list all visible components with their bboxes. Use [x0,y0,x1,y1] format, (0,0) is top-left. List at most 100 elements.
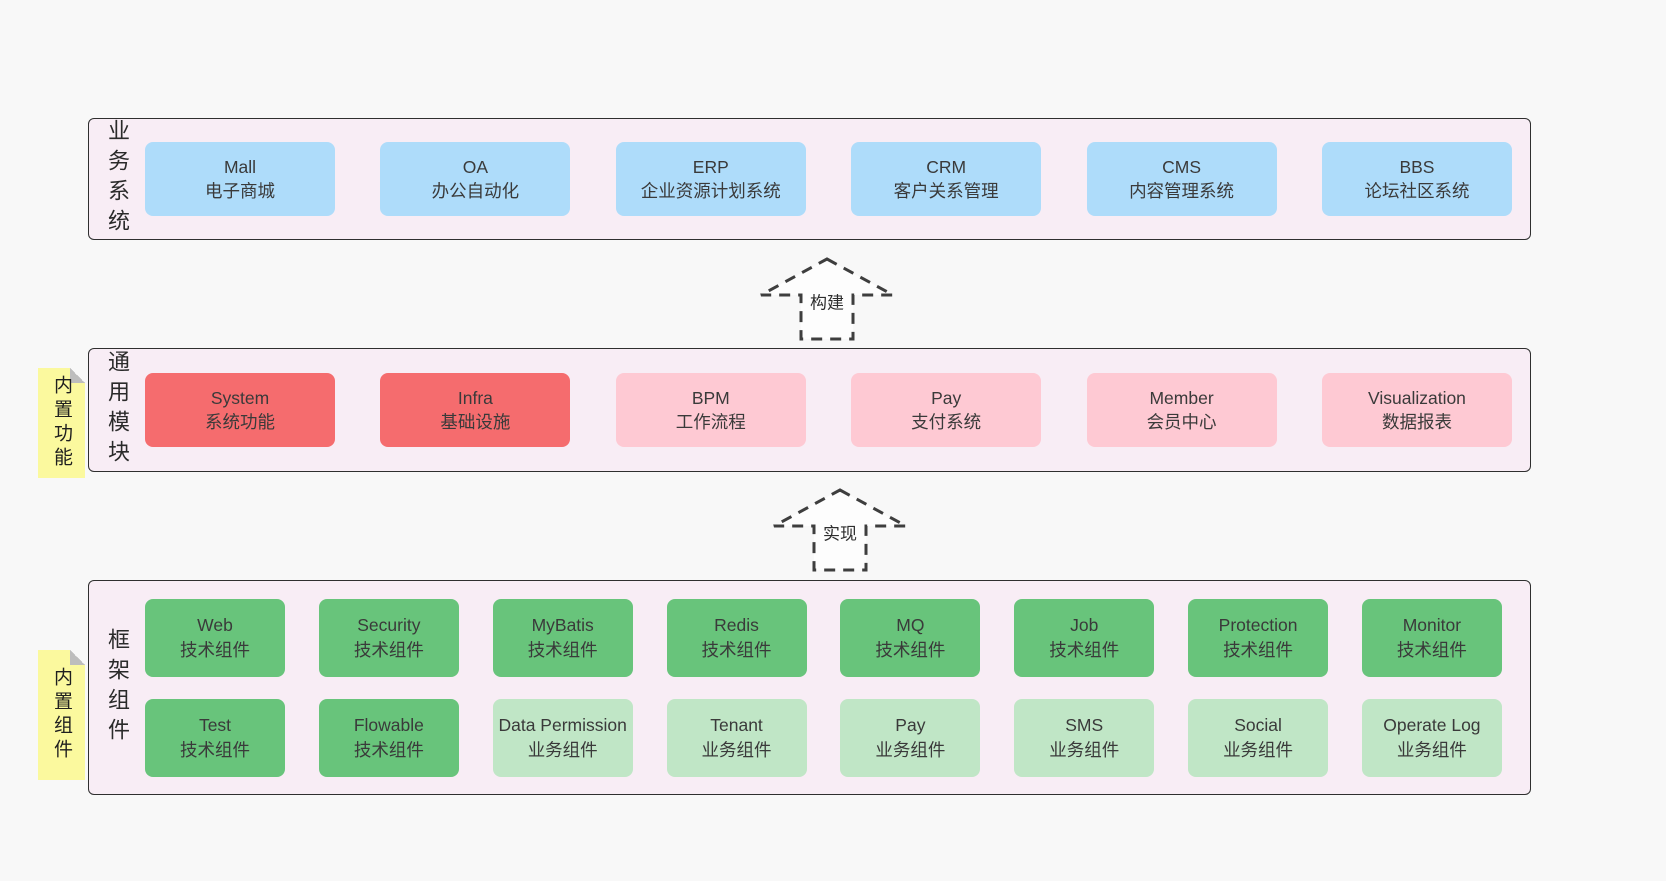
box-title: Member [1149,387,1214,408]
box-erp: ERP 企业资源计划系统 [615,142,806,216]
box-title: System [210,387,270,408]
box-title: Redis [714,615,759,635]
box-title: CRM [926,156,967,177]
box-title: Mall [223,156,257,177]
box-title: Social [1234,715,1282,735]
box-title: ERP [692,156,729,177]
box-subtitle: 技术组件 [1223,639,1294,660]
box-title: Monitor [1402,615,1462,635]
box-subtitle: 数据报表 [1381,412,1452,432]
box-visualization: Visualization 数据报表 [1321,373,1512,447]
box-redis: Redis 技术组件 [666,598,807,677]
business-systems-boxes: Mall 电子商城 OA 办公自动化 ERP 企业资源计划系统 CRM 客户关系管理 CMS 内容… [145,119,1512,239]
layer-common-modules: 通用模块 System 系统功能 Infra 基础设施 BPM 工作流程 Pay 支付系统 Me… [88,348,1531,472]
arrow-implement-label: 实现 [820,518,860,546]
box-title: Flowable [353,715,424,735]
box-member: Member 会员中心 [1086,373,1277,447]
box-subtitle: 业务组件 [1396,739,1467,760]
box-subtitle: 技术组件 [875,639,946,660]
layer-label-common-modules: 通用模块 [105,350,130,470]
box-title: OA [462,156,489,177]
arrow-implement: 实现 [772,488,908,572]
box-subtitle: 业务组件 [1049,739,1120,760]
folded-corner-icon [70,368,85,383]
arrow-build-label: 构建 [807,287,847,315]
box-monitor: Monitor 技术组件 [1361,598,1502,677]
box-subtitle: 工作流程 [675,412,746,432]
box-title: Visualization [1367,387,1466,408]
box-mq: MQ 技术组件 [840,598,981,677]
box-cms: CMS 内容管理系统 [1086,142,1277,216]
layer-label-business-systems: 业务系统 [105,119,130,239]
box-title: Tenant [710,715,763,735]
common-modules-row: System 系统功能 Infra 基础设施 BPM 工作流程 Pay 支付系统 Member 会… [145,373,1512,447]
box-oa: OA 办公自动化 [380,142,571,216]
box-subtitle: 系统功能 [205,412,275,432]
box-infra: Infra 基础设施 [380,373,571,447]
box-title: Pay [895,715,926,735]
box-system: System 系统功能 [145,373,335,447]
box-title: Web [197,615,233,635]
box-subtitle: 会员中心 [1146,412,1217,432]
box-subtitle: 业务组件 [527,739,598,760]
sticky-note-text: 内置功能 [51,375,72,471]
box-mybatis: MyBatis 技术组件 [492,598,633,677]
box-subtitle: 技术组件 [1049,639,1120,660]
box-pay: Pay 支付系统 [851,373,1042,447]
sticky-note-text: 内置组件 [51,667,72,763]
box-bpm: BPM 工作流程 [615,373,806,447]
box-subtitle: 内容管理系统 [1129,181,1235,201]
sticky-note-built-in-features: 内置功能 [38,368,85,478]
box-data-permission: Data Permission 业务组件 [492,698,633,777]
box-pay: Pay 业务组件 [840,698,981,777]
box-title: Data Permission [498,715,627,735]
box-subtitle: 办公自动化 [431,181,520,201]
box-title: Pay [931,387,962,408]
box-subtitle: 基础设施 [440,412,511,432]
box-subtitle: 技术组件 [1396,639,1467,660]
box-title: SMS [1065,715,1104,735]
box-sms: SMS 业务组件 [1014,698,1155,777]
layer-business-systems: 业务系统 Mall 电子商城 OA 办公自动化 ERP 企业资源计划系统 CRM 客户关系管理… [88,118,1531,240]
box-subtitle: 业务组件 [875,739,946,760]
box-title: Infra [457,387,493,408]
layer-label-framework-components: 框架组件 [105,627,130,748]
box-mall: Mall 电子商城 [145,142,335,216]
box-subtitle: 支付系统 [911,412,982,432]
box-subtitle: 技术组件 [701,639,772,660]
box-subtitle: 技术组件 [353,739,424,760]
box-web: Web 技术组件 [145,598,285,677]
box-title: Operate Log [1383,715,1481,735]
box-title: CMS [1162,156,1201,177]
box-title: Test [198,715,232,735]
box-subtitle: 电子商城 [205,181,275,201]
box-subtitle: 技术组件 [353,639,424,660]
box-subtitle: 技术组件 [527,639,598,660]
arrow-build: 构建 [759,257,895,341]
box-title: Job [1070,615,1099,635]
box-subtitle: 技术组件 [180,639,250,660]
box-title: BPM [691,387,730,408]
business-systems-row: Mall 电子商城 OA 办公自动化 ERP 企业资源计划系统 CRM 客户关系管理 CMS 内容… [145,142,1512,216]
common-modules-boxes: System 系统功能 Infra 基础设施 BPM 工作流程 Pay 支付系统 Member 会… [145,349,1512,471]
box-subtitle: 客户关系管理 [893,181,999,201]
box-title: MQ [896,615,925,635]
box-operate-log: Operate Log 业务组件 [1361,698,1502,777]
sticky-note-built-in-components: 内置组件 [38,650,85,780]
box-job: Job 技术组件 [1014,598,1155,677]
box-title: MyBatis [531,615,594,635]
box-flowable: Flowable 技术组件 [318,698,459,777]
box-subtitle: 企业资源计划系统 [640,181,781,201]
box-subtitle: 论坛社区系统 [1364,181,1470,201]
box-subtitle: 业务组件 [1223,739,1294,760]
box-crm: CRM 客户关系管理 [851,142,1042,216]
